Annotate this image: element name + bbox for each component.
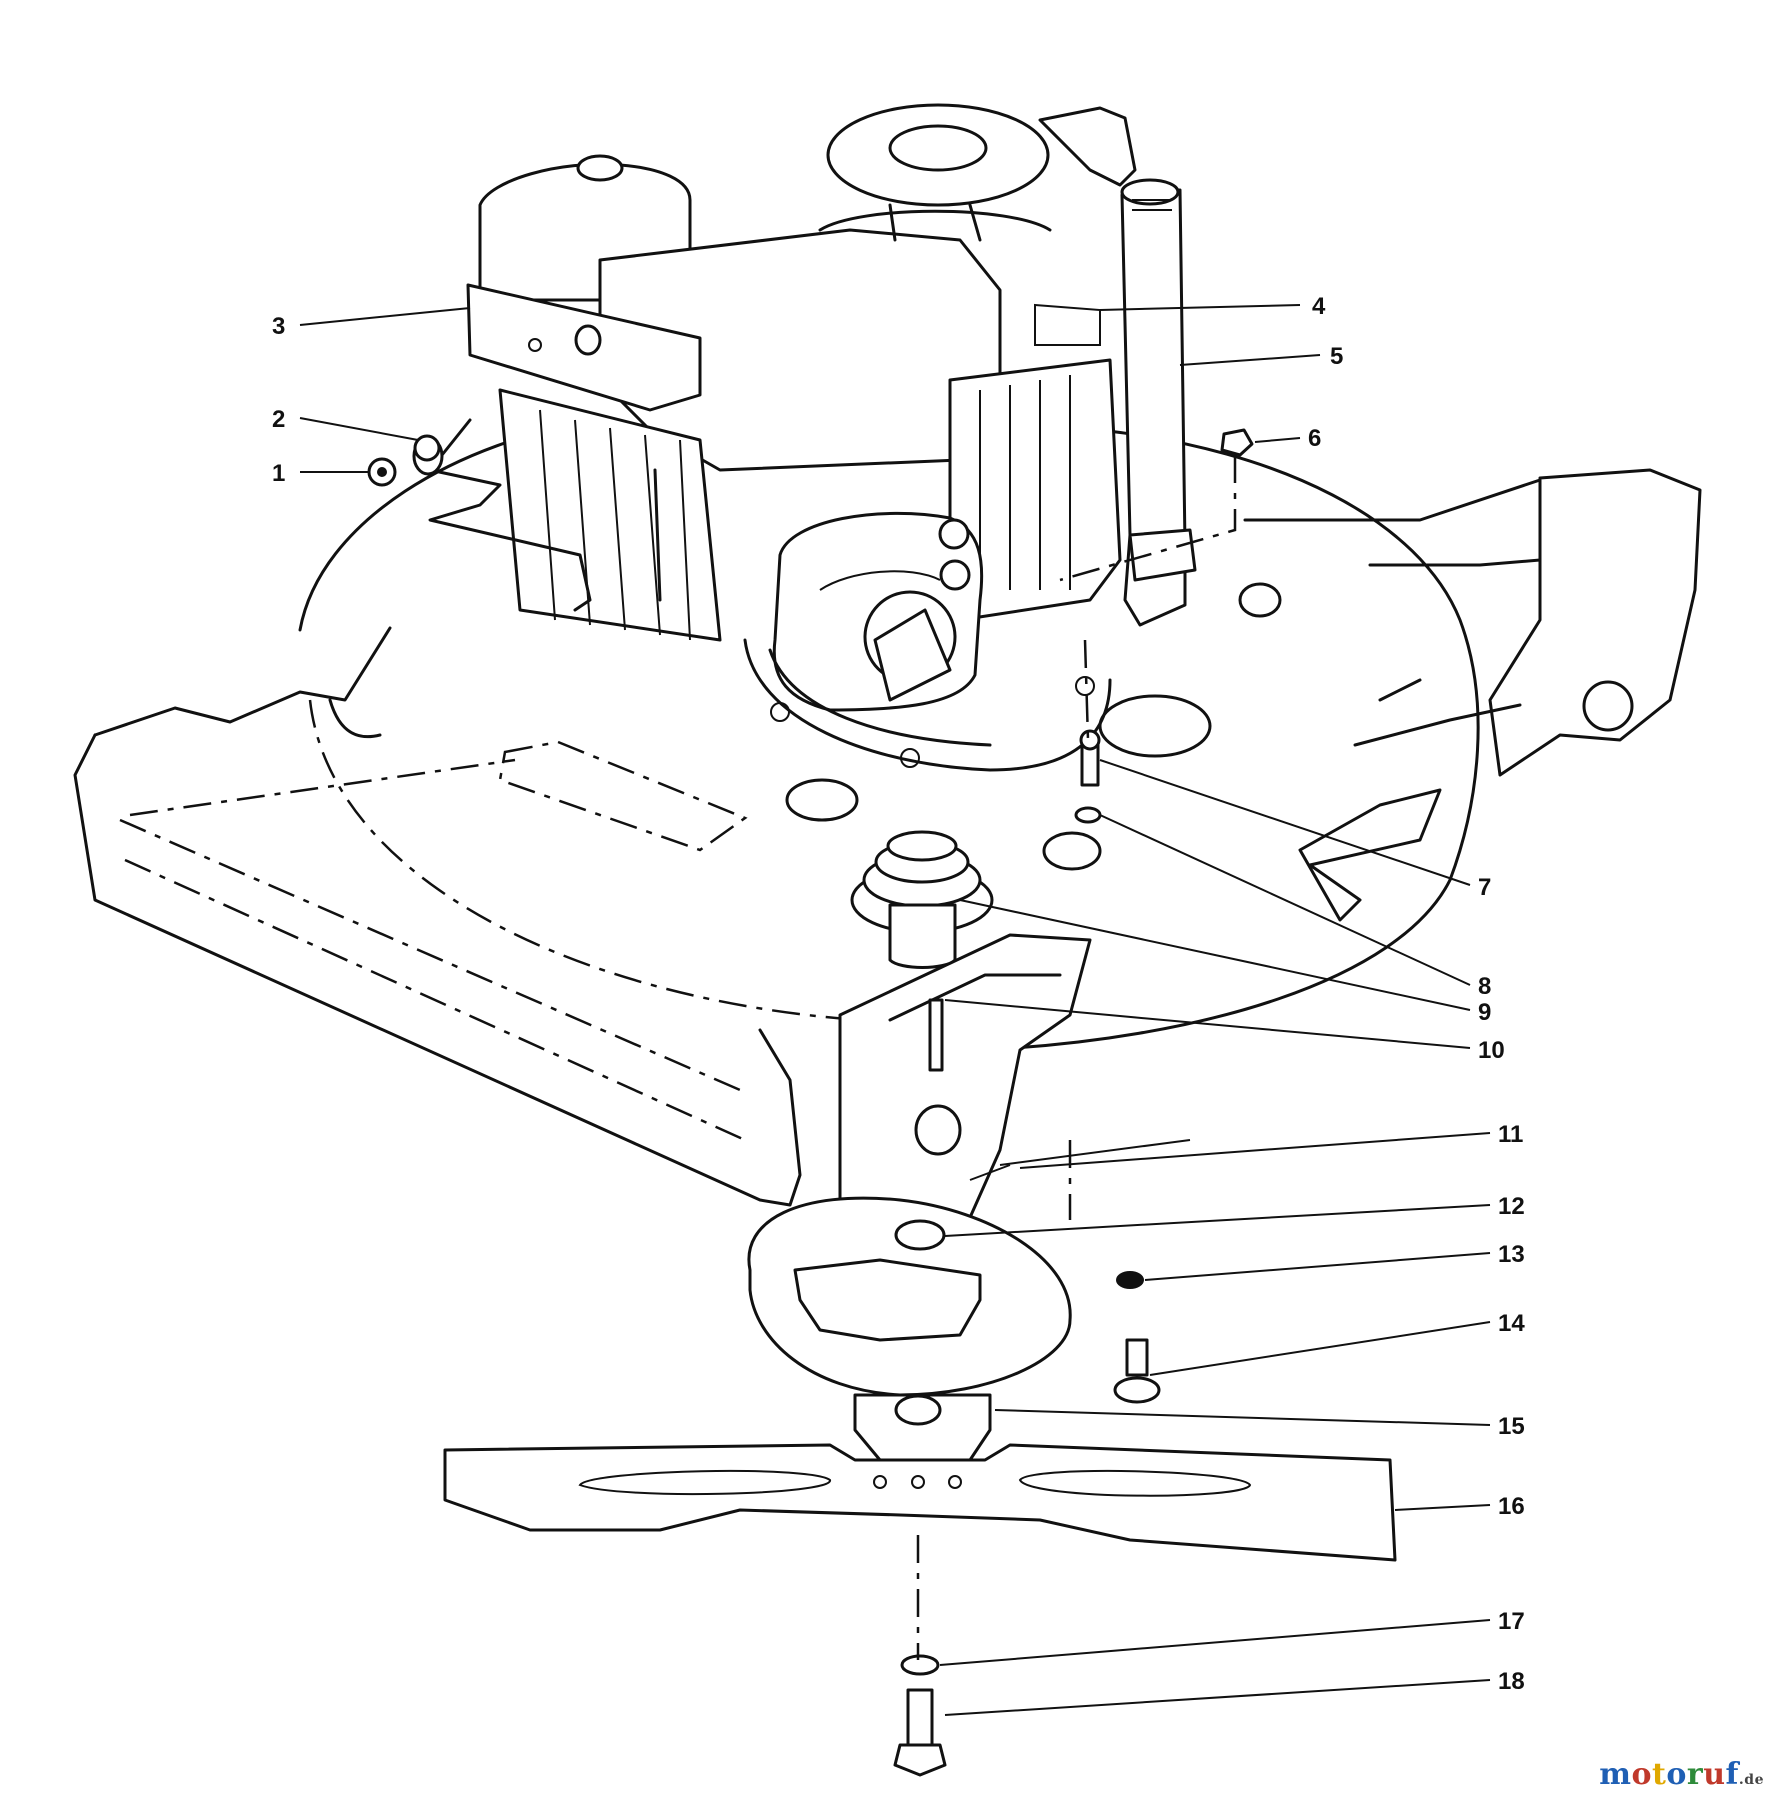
callout-13: 13 [1498, 1241, 1525, 1268]
watermark-letter: f [1725, 1757, 1739, 1792]
callout-14: 14 [1498, 1310, 1525, 1337]
watermark-letter: u [1703, 1757, 1726, 1792]
blade-assembly [443, 1196, 1397, 1660]
watermark-letter: o [1631, 1757, 1653, 1792]
callout-15: 15 [1498, 1413, 1525, 1440]
leader-lines [299, 304, 1491, 1716]
callout-11: 11 [1498, 1121, 1523, 1148]
mower-deck [73, 418, 1702, 1282]
watermark-logo: motoruf.de [1599, 1757, 1764, 1792]
watermark-letter: r [1686, 1757, 1704, 1792]
callout-2: 2 [272, 406, 285, 433]
callout-6: 6 [1308, 425, 1321, 452]
callout-5: 5 [1330, 343, 1343, 370]
watermark-letter: t [1652, 1757, 1667, 1792]
callout-4: 4 [1312, 293, 1326, 320]
watermark-letter: m [1599, 1757, 1632, 1792]
watermark-suffix: .de [1738, 1772, 1764, 1788]
engine [412, 103, 1197, 772]
callout-9: 9 [1478, 999, 1491, 1026]
callout-10: 10 [1478, 1037, 1505, 1064]
callout-16: 16 [1498, 1493, 1525, 1520]
hardware [367, 428, 1254, 1777]
callout-3: 3 [272, 313, 285, 340]
callout-1: 1 [272, 460, 285, 487]
callout-18: 18 [1498, 1668, 1525, 1695]
callout-8: 8 [1478, 973, 1491, 1000]
callout-17: 17 [1498, 1608, 1525, 1635]
grommet [850, 830, 994, 969]
watermark-letter: o [1666, 1757, 1687, 1792]
callout-12: 12 [1498, 1193, 1525, 1220]
callout-7: 7 [1478, 874, 1491, 901]
callout-labels: 1 2 3 4 5 6 7 8 9 10 11 12 13 14 15 16 1… [272, 293, 1525, 1695]
